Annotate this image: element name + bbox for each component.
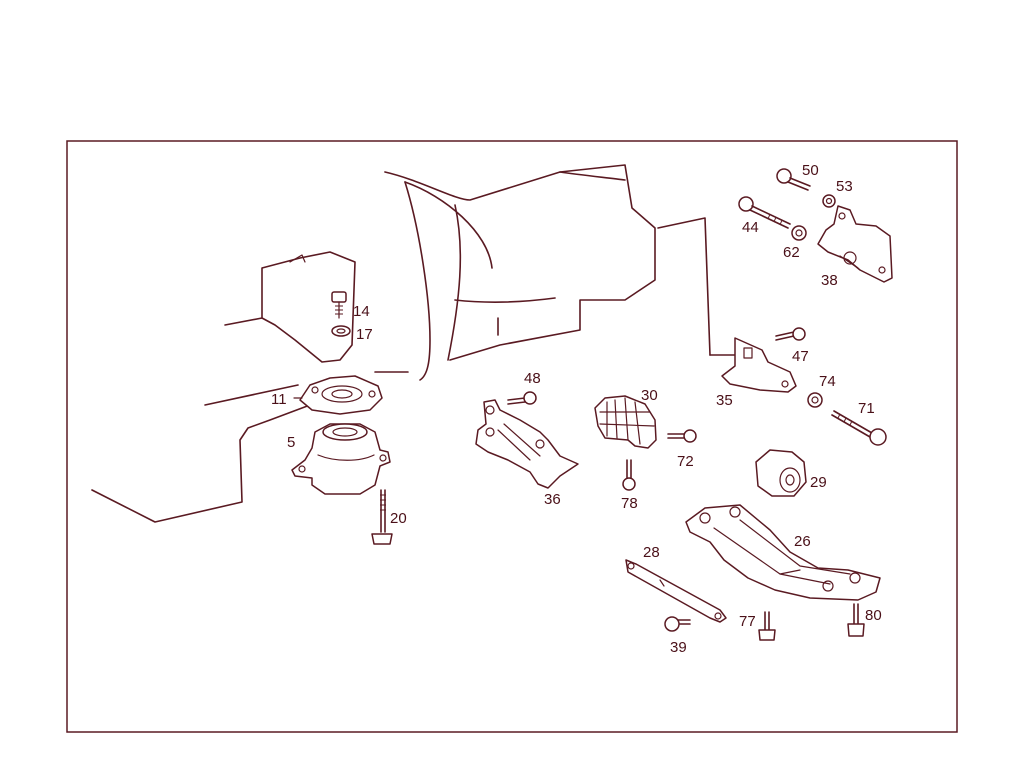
label-30: 30 (641, 387, 658, 404)
engine-mount-5 (291, 423, 391, 495)
label-5: 5 (287, 434, 295, 451)
label-50: 50 (802, 162, 819, 179)
label-78: 78 (621, 495, 638, 512)
label-20: 20 (390, 510, 407, 527)
bracket-35 (721, 337, 797, 393)
bolt-71 (831, 410, 887, 446)
bolt-47 (775, 327, 806, 341)
bolt-44 (738, 196, 791, 229)
label-17: 17 (356, 326, 373, 343)
washer-62 (791, 225, 807, 241)
label-36: 36 (544, 491, 561, 508)
washer-53 (822, 194, 836, 208)
label-47: 47 (792, 348, 809, 365)
label-38: 38 (821, 272, 838, 289)
washer-74 (807, 392, 823, 408)
bolt-77 (758, 611, 776, 641)
label-53: 53 (836, 178, 853, 195)
bolt-78 (622, 459, 636, 491)
label-74: 74 (819, 373, 836, 390)
label-11: 11 (271, 391, 287, 408)
stud-20 (371, 489, 393, 545)
bracket-36 (475, 399, 579, 489)
label-35: 35 (716, 392, 733, 409)
transmission-mount-30 (594, 395, 657, 449)
bolt-80 (847, 603, 865, 637)
bracket-38 (817, 205, 893, 283)
label-72: 72 (677, 453, 694, 470)
bolt-39 (664, 616, 691, 632)
label-28: 28 (643, 544, 660, 561)
washer-17 (331, 325, 351, 337)
label-44: 44 (742, 219, 759, 236)
diagram-frame (66, 140, 958, 733)
crossmember-26 (685, 504, 881, 601)
label-29: 29 (810, 474, 827, 491)
label-26: 26 (794, 533, 811, 550)
label-80: 80 (865, 607, 882, 624)
bolt-48 (507, 391, 537, 405)
label-62: 62 (783, 244, 800, 261)
bolt-50 (776, 168, 811, 191)
label-71: 71 (858, 400, 875, 417)
bolt-72 (667, 429, 697, 443)
engine-transmission-outline (91, 164, 736, 523)
label-14: 14 (353, 303, 370, 320)
label-48: 48 (524, 370, 541, 387)
bolt-14 (331, 291, 347, 319)
mount-plate-11 (293, 375, 383, 415)
label-39: 39 (670, 639, 687, 656)
bushing-29 (755, 449, 807, 497)
damper-rod-28 (625, 559, 727, 623)
label-77: 77 (739, 613, 756, 630)
